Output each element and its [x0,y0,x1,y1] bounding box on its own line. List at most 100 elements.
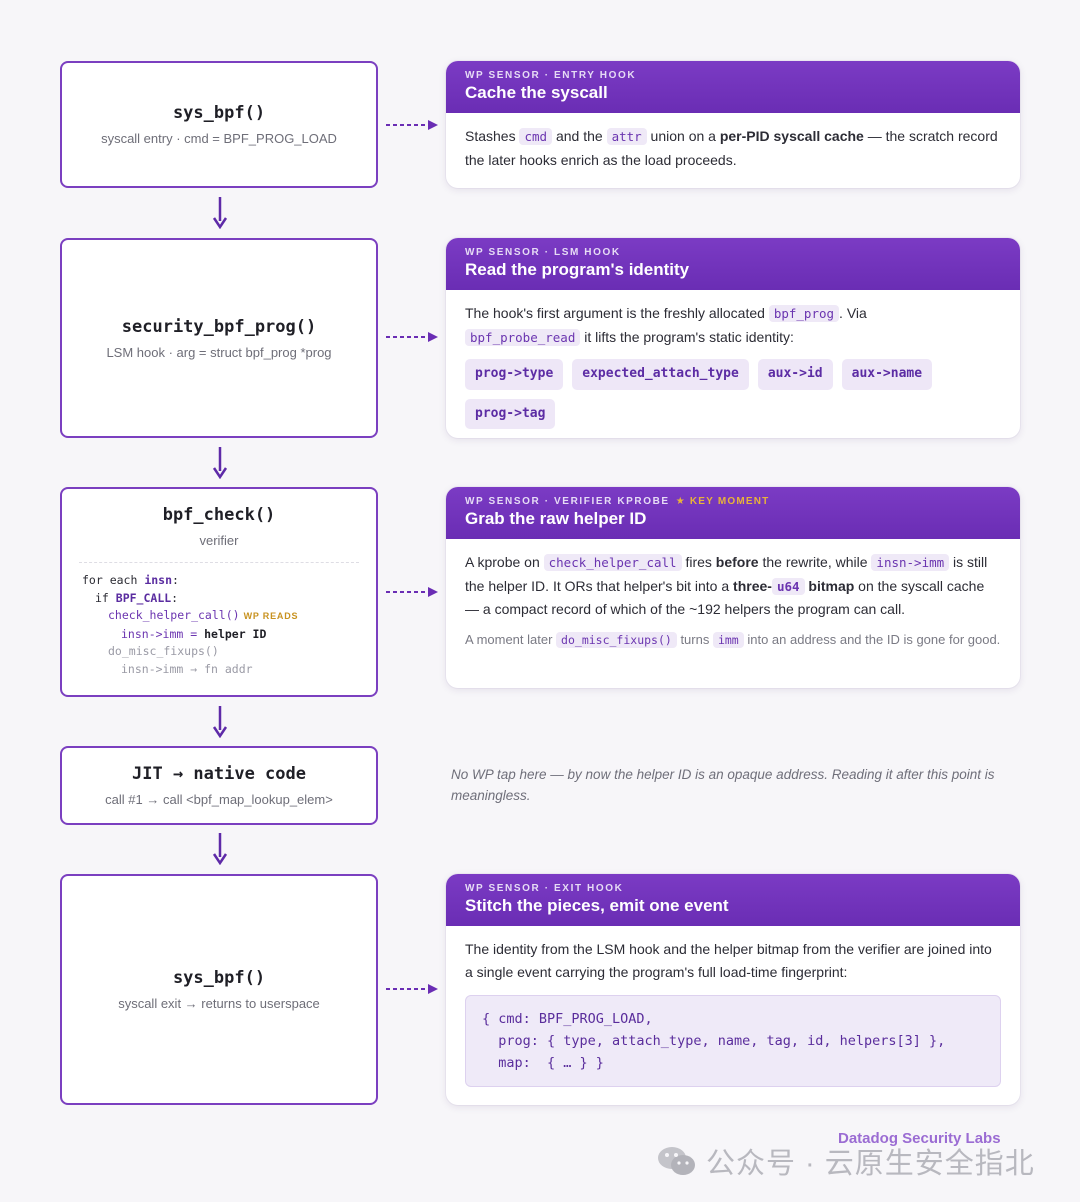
card-body: The hook's first argument is the freshly… [446,290,1020,438]
pseudo-keyword: BPF_CALL [115,590,172,605]
dashed-arrow-icon [386,120,438,130]
pseudo-line: do_misc_fixups() [108,644,219,658]
identity-chip: aux->name [841,359,933,390]
identity-chip: prog->type [465,359,564,390]
body-text: and the [552,128,607,144]
down-arrow-icon [212,447,228,479]
pseudo-function: check_helper_call() [108,608,240,622]
watermark-text: 公众号 · 云原生安全指北 [706,1148,1035,1180]
pseudo-text: : [172,573,179,587]
stage-name: bpf_check() [162,505,276,525]
body-bold: three- [733,577,772,594]
key-moment-badge: ★ KEY MOMENT [675,496,770,507]
stage-subtitle: LSM hook · arg = struct bpf_prog *prog [106,344,332,360]
body-text: is still the helper ID. It ORs that help… [465,554,988,594]
pseudo-text: : [171,590,179,605]
footnote-text: turns [676,631,713,647]
inline-code: insn->imm [871,554,950,571]
stage-name: sys_bpf() [172,968,266,988]
pseudo-line: if BPF_CALL: [82,590,376,608]
stage-subtitle: call #1 → call <bpf_map_lookup_elem> [105,792,333,807]
identity-chip: prog->tag [465,398,556,429]
card-body: A kprobe on check_helper_call fires befo… [446,539,1020,665]
body-text: The identity from the LSM hook and the h… [465,941,992,980]
pseudo-keyword: helper ID [204,626,267,641]
stage-lsm-hook: security_bpf_prog() LSM hook · arg = str… [60,238,378,438]
card-exit-hook: WP SENSOR · EXIT HOOK Stitch the pieces,… [446,874,1020,1105]
event-code-block: { cmd: BPF_PROG_LOAD, prog: { type, atta… [465,995,1001,1087]
down-arrow-icon [212,197,228,229]
body-bold: bitmap [804,577,855,594]
pseudo-line: check_helper_call()WP READS [82,607,376,626]
card-title: Grab the raw helper ID [465,509,647,528]
body-text: fires [681,554,716,570]
identity-chip: aux->id [757,359,833,390]
pseudo-line: insn->imm = helper ID [82,626,376,644]
inline-code: imm [712,631,744,648]
card-lsm-hook: WP SENSOR · LSM HOOK Read the program's … [446,238,1020,438]
card-title: Stitch the pieces, emit one event [465,896,729,915]
card-kicker: WP SENSOR · EXIT HOOK [465,883,624,894]
watermark: 公众号 · 云原生安全指北 [656,1140,1035,1182]
stage-subtitle: syscall entry · cmd = BPF_PROG_LOAD [101,131,337,146]
card-kicker: WP SENSOR · LSM HOOK [465,247,621,258]
footnote-text: into an address and the ID is gone for g… [743,631,1001,647]
card-body: The identity from the LSM hook and the h… [446,926,1020,1101]
card-header: WP SENSOR · VERIFIER KPROBE★ KEY MOMENT … [446,487,1020,539]
inline-code: do_misc_fixups() [556,631,677,648]
card-header: WP SENSOR · LSM HOOK Read the program's … [446,238,1020,290]
dashed-arrow-icon [386,587,438,597]
divider [79,562,359,563]
body-text: Stashes [465,128,520,144]
card-title: Cache the syscall [465,83,608,102]
stage-syscall-entry: sys_bpf() syscall entry · cmd = BPF_PROG… [60,61,378,188]
body-text: — the scratch record the later hooks enr… [465,128,998,168]
stage-verifier: bpf_check() verifier for each insn: if B… [60,487,378,697]
stage-subtitle: syscall exit → returns to userspace [118,996,320,1011]
inline-code: attr [606,128,647,145]
body-text: A kprobe on [465,554,544,570]
stage-name: JIT → native code [132,764,306,784]
jit-note: No WP tap here — by now the helper ID is… [451,767,995,803]
body-text: the rewrite, while [758,554,872,570]
pseudo-text: if [95,590,116,605]
card-footnote: A moment later do_misc_fixups() turns im… [465,629,1001,651]
card-entry-hook: WP SENSOR · ENTRY HOOK Cache the syscall… [446,61,1020,188]
inline-code: u64 [771,577,805,595]
down-arrow-icon [212,706,228,738]
body-text: . Via [839,305,867,321]
inline-code: bpf_probe_read [465,328,581,346]
pseudo-text: for each [82,573,145,587]
footnote-text: A moment later [465,631,557,647]
card-kicker: WP SENSOR · ENTRY HOOK [465,70,637,81]
inline-code: bpf_prog [768,305,840,322]
verifier-pseudocode: for each insn: if BPF_CALL: check_helper… [62,572,376,678]
stage-name: sys_bpf() [172,103,266,123]
dashed-arrow-icon [386,332,438,342]
body-text: The hook's first argument is the freshly… [465,305,769,321]
card-header: WP SENSOR · ENTRY HOOK Cache the syscall [446,61,1020,113]
card-title: Read the program's identity [465,260,690,279]
dashed-arrow-icon [386,984,438,994]
body-text: union on a [646,128,720,144]
body-bold: before [715,554,759,570]
identity-chip: expected_attach_type [572,359,749,390]
body-text: on the syscall cache — a compact record … [465,577,985,618]
card-header: WP SENSOR · EXIT HOOK Stitch the pieces,… [446,874,1020,926]
stage-jit: JIT → native code call #1 → call <bpf_ma… [60,746,378,825]
down-arrow-icon [212,833,228,865]
card-kicker: WP SENSOR · VERIFIER KPROBE ★ KEY MOMENT [465,496,1001,507]
pseudo-text: insn->imm = [121,626,205,641]
body-text: it lifts the program's static identity: [580,328,794,345]
inline-code: cmd [519,128,553,145]
pseudo-line: for each insn: [82,572,376,590]
pseudo-line: insn->imm → fn addr [121,661,253,676]
brand-label: Datadog Security Labs [838,1130,1001,1147]
identity-chips: prog->type expected_attach_type aux->id … [465,359,1001,429]
kicker-text: WP SENSOR · VERIFIER KPROBE [465,496,670,507]
body-bold: per-PID syscall cache [719,128,864,144]
stage-name: security_bpf_prog() [121,316,317,337]
wp-reads-badge: WP READS [243,611,299,621]
inline-code: check_helper_call [543,554,682,571]
stage-syscall-exit: sys_bpf() syscall exit → returns to user… [60,874,378,1105]
